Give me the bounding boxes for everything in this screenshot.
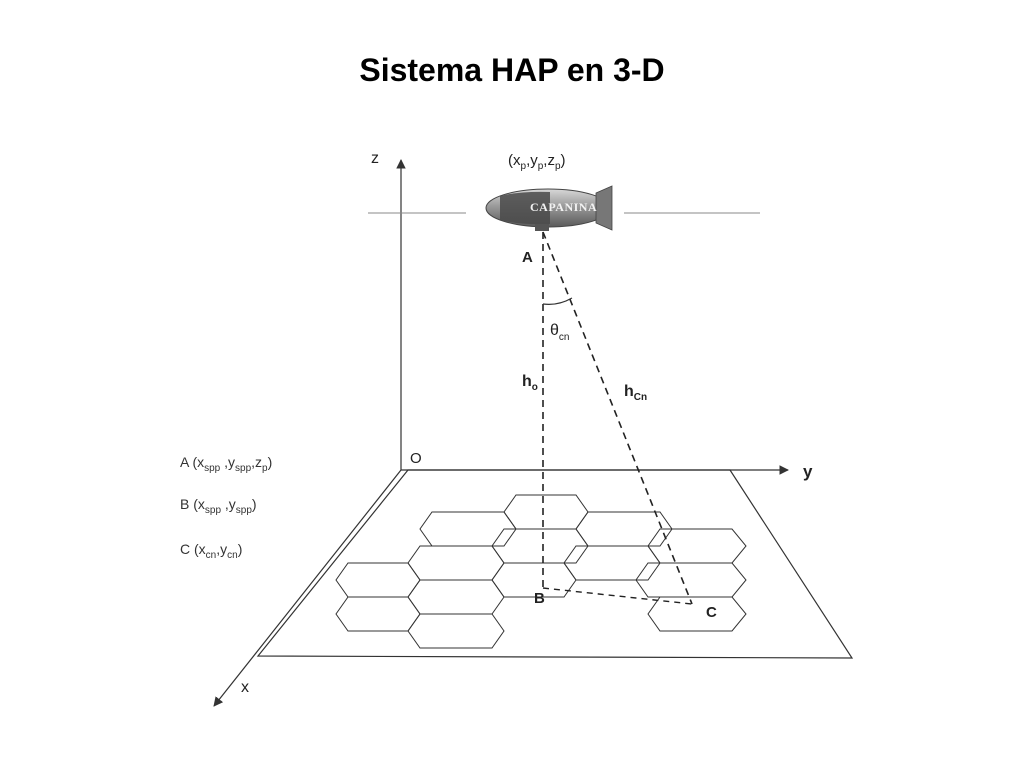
airship-logo-text: CAPANINA — [530, 200, 597, 214]
hex-cell — [407, 613, 505, 649]
origin-label: O — [410, 450, 422, 467]
hex-cell — [407, 579, 505, 615]
legend-point-c: C (xcn,ycn) — [180, 541, 243, 561]
hex-cell — [491, 528, 589, 564]
x-axis-label: x — [241, 679, 249, 696]
hex-cell — [407, 545, 505, 581]
hex-cell — [635, 562, 747, 598]
line-a-c — [542, 231, 693, 605]
theta-label: θcn — [550, 322, 569, 343]
point-a-label: A — [522, 249, 533, 266]
line-b-c — [542, 587, 693, 605]
point-b-label: B — [534, 590, 545, 607]
hex-cell — [575, 511, 673, 547]
legend-point-b: B (xspp ,yspp) — [180, 496, 257, 516]
z-axis-label: z — [371, 150, 379, 167]
x-axis — [213, 469, 402, 707]
legend-point-a: A (xspp ,yspp,zp) — [180, 454, 273, 474]
hex-cell — [503, 494, 589, 530]
hex-cell — [335, 562, 421, 598]
hex-cell — [563, 545, 661, 581]
h0-label: ho — [522, 373, 538, 393]
hex-cells — [335, 494, 747, 649]
hex-cell — [419, 511, 517, 547]
airship: CAPANINA — [485, 185, 613, 231]
hex-cell — [647, 596, 747, 632]
theta-arc — [542, 297, 573, 305]
hcn-label: hCn — [624, 383, 647, 403]
y-axis-label: y — [803, 462, 813, 481]
hex-cell — [491, 562, 577, 598]
platform-coordinates: (xp,yp,zp) — [508, 152, 566, 172]
slide-title: Sistema HAP en 3-D — [359, 52, 665, 88]
point-c-label: C — [706, 604, 717, 621]
hex-cell — [335, 596, 421, 632]
hex-cell — [647, 528, 747, 564]
